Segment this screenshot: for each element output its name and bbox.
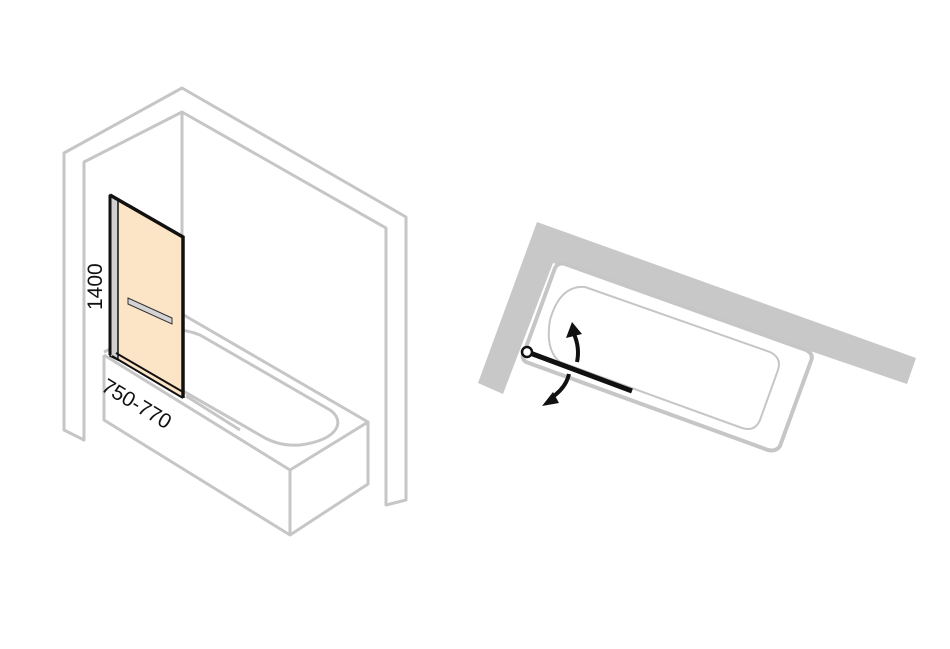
tub-basin-plan — [547, 285, 780, 430]
hinge-pivot-icon — [520, 345, 534, 359]
arrow-down-icon — [542, 392, 559, 406]
towel-rail-handle — [127, 297, 173, 325]
height-dimension-label: 1400 — [84, 263, 107, 310]
screen-panel-plan — [529, 350, 633, 394]
arrow-up-icon — [566, 322, 582, 338]
shower-screen-panel — [108, 193, 185, 399]
wall-plan — [478, 222, 916, 394]
panel-bottom-seal — [111, 352, 184, 399]
plan-view — [478, 222, 916, 453]
glass-panel — [112, 197, 183, 398]
tub-rim-line — [185, 394, 241, 432]
wall-outline — [62, 86, 408, 507]
tub-outline-plan — [520, 261, 814, 453]
panel-frame — [109, 193, 185, 398]
